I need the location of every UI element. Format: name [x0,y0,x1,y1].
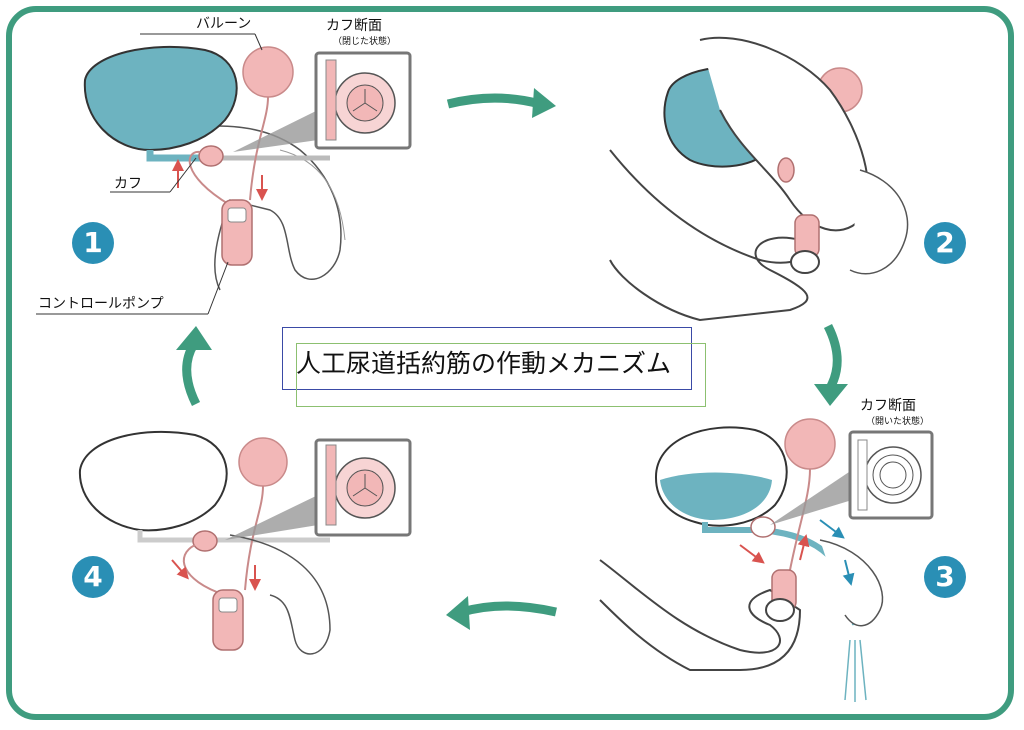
bladder [83,45,238,152]
label-open-state: （開いた状態） [866,417,930,427]
label-cuff: カフ [114,176,142,192]
panel-1 [36,33,412,315]
step-badge-4: 4 [72,556,114,598]
cuff [198,145,224,167]
label-control-pump: コントロールポンプ [38,296,164,312]
arrow-1-to-2 [446,93,542,109]
arrow-2-to-3 [823,323,842,391]
title-box-outline [282,327,692,390]
balloon [242,46,294,98]
panel-2 [609,36,909,322]
arrow-4-to-1 [182,341,201,407]
label-balloon: バルーン [196,16,252,32]
step-badge-3: 3 [924,556,966,598]
panel-3 [599,418,934,702]
label-closed-state: （閉じた状態） [333,37,397,47]
arrow-3-to-4 [460,601,557,617]
label-cuff-section-3: カフ断面 [860,398,916,414]
panel-4 [78,431,412,655]
step-badge-1: 1 [72,222,114,264]
label-cuff-section-1: カフ断面 [326,18,382,34]
title-box-outline-secondary [296,343,706,407]
diagram-title: 人工尿道括約筋の作動メカニズム [296,349,672,378]
step-badge-2: 2 [924,222,966,264]
